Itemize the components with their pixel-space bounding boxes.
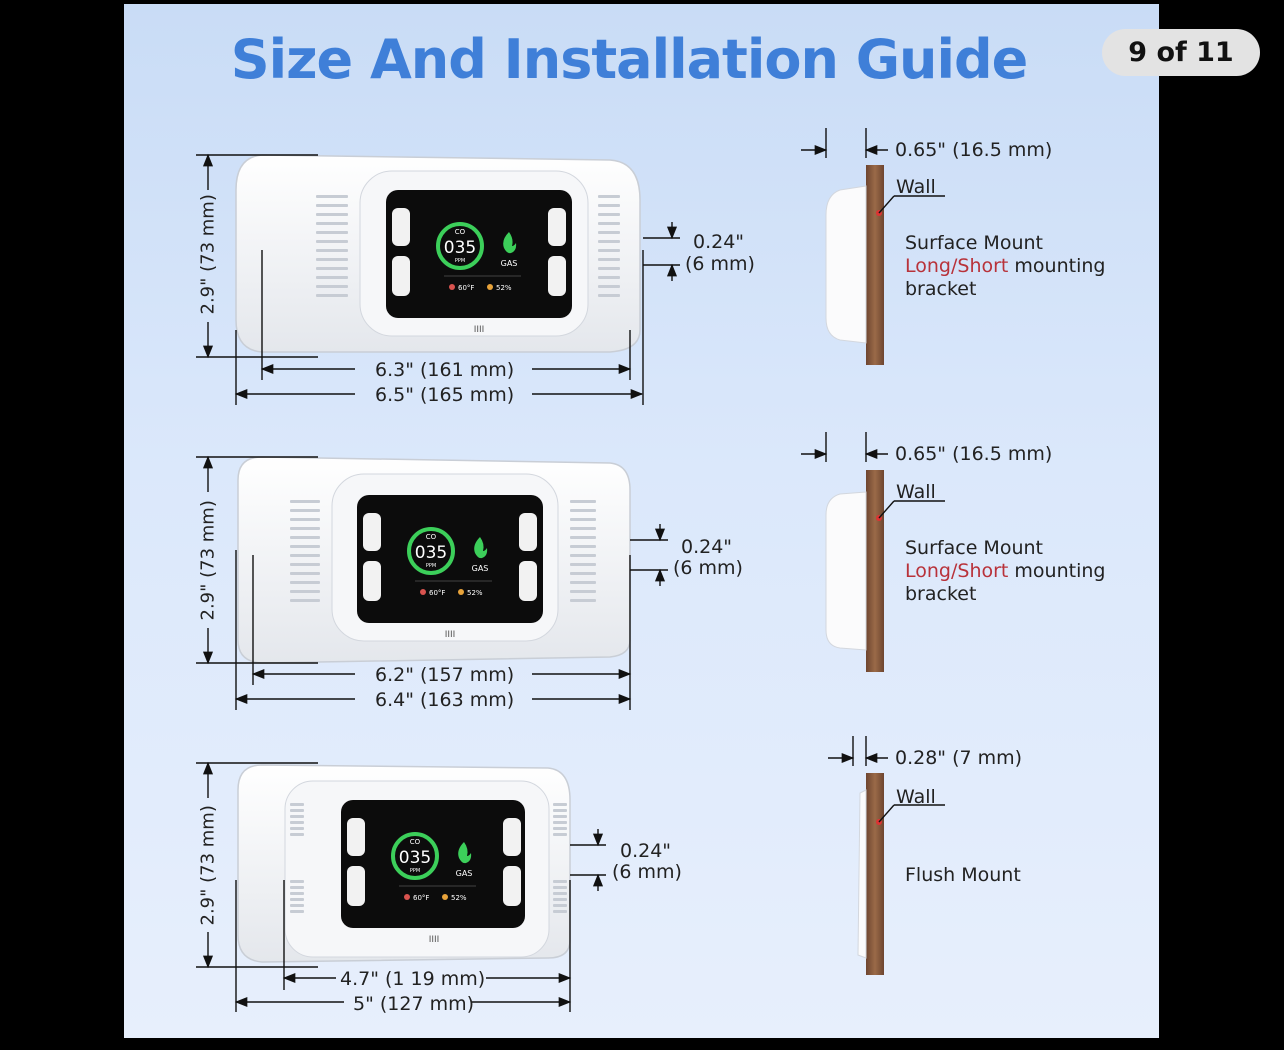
temperature-text: 60°F bbox=[458, 284, 474, 292]
humidity-icon bbox=[442, 894, 448, 900]
right-vent-2 bbox=[570, 500, 596, 602]
wall-label-2: Wall bbox=[896, 481, 936, 503]
gas-label-text: GAS bbox=[501, 259, 518, 268]
gas-label-text: GAS bbox=[472, 564, 489, 573]
unit-text: PPM bbox=[426, 563, 436, 569]
speaker-vent-text: IIII bbox=[474, 325, 485, 335]
menu-button-icon bbox=[347, 866, 365, 906]
depth-2: 0.65" (16.5 mm) bbox=[895, 443, 1053, 465]
speaker-vent-text: IIII bbox=[429, 935, 440, 945]
inner-width-1: 6.3" (161 mm) bbox=[375, 359, 515, 381]
thickness-3: 0.24" bbox=[620, 840, 672, 862]
left-vent-3b bbox=[290, 880, 304, 913]
right-vent-3a bbox=[553, 803, 567, 836]
gas-type-text: CO bbox=[455, 228, 466, 236]
page-title: Size And Installation Guide bbox=[230, 28, 1029, 91]
gauge-ring-icon bbox=[407, 527, 455, 575]
menu-button-icon bbox=[363, 561, 381, 601]
temperature-icon bbox=[449, 284, 455, 290]
temperature-text: 60°F bbox=[413, 894, 429, 902]
mount-desc-3: Flush Mount bbox=[905, 864, 1021, 886]
humidity-text: 52% bbox=[467, 589, 483, 597]
device-2-front bbox=[237, 456, 631, 664]
height-label-2: 2.9" (73 mm) bbox=[197, 500, 219, 621]
thickness-mm-2: (6 mm) bbox=[673, 557, 743, 579]
down-button-icon bbox=[503, 866, 521, 906]
up-button-icon bbox=[503, 818, 521, 856]
up-button-icon bbox=[519, 513, 537, 551]
side-view-2 bbox=[825, 470, 884, 672]
gauge-ring-icon bbox=[391, 832, 439, 880]
thickness-2: 0.24" bbox=[681, 536, 733, 558]
mount-desc-1: Surface Mount Long/Short mounting bracke… bbox=[905, 232, 1105, 301]
side-view-3 bbox=[857, 773, 884, 975]
power-button-icon bbox=[392, 208, 410, 246]
left-vent-1 bbox=[316, 195, 348, 297]
unit-text: PPM bbox=[455, 258, 465, 264]
humidity-icon bbox=[458, 589, 464, 595]
mount-bracket-type-2: Long/Short bbox=[905, 560, 1009, 582]
left-vent-2 bbox=[290, 500, 320, 602]
humidity-text: 52% bbox=[451, 894, 467, 902]
mount-line2-1: mounting bbox=[1008, 255, 1106, 277]
temperature-icon bbox=[420, 589, 426, 595]
reading-value-text: 035 bbox=[444, 238, 476, 258]
down-button-icon bbox=[519, 561, 537, 601]
wall-label-3: Wall bbox=[896, 786, 936, 808]
left-vent-3a bbox=[290, 803, 304, 836]
mount-type-2: Surface Mount bbox=[905, 537, 1043, 559]
mount-line2-2: mounting bbox=[1008, 560, 1106, 582]
dimension-line bbox=[878, 195, 895, 214]
inner-width-3: 4.7" (1 19 mm) bbox=[340, 968, 486, 990]
reading-value-text: 035 bbox=[415, 543, 447, 563]
thickness-mm-1: (6 mm) bbox=[685, 253, 755, 275]
mount-bracket-type-1: Long/Short bbox=[905, 255, 1009, 277]
dimension-line bbox=[878, 500, 895, 519]
dimension-line bbox=[878, 804, 895, 823]
mount-line3-2: bracket bbox=[905, 583, 977, 605]
depth-1: 0.65" (16.5 mm) bbox=[895, 139, 1053, 161]
outer-width-2: 6.4" (163 mm) bbox=[375, 689, 515, 711]
menu-button-icon bbox=[392, 256, 410, 296]
image-counter-badge: 9 of 11 bbox=[1102, 29, 1260, 76]
height-label-3: 2.9" (73 mm) bbox=[197, 805, 219, 926]
humidity-icon bbox=[487, 284, 493, 290]
mount-type-1: Surface Mount bbox=[905, 232, 1043, 254]
thickness-mm-3: (6 mm) bbox=[612, 861, 682, 883]
flame-icon bbox=[458, 842, 472, 864]
mount-desc-2: Surface Mount Long/Short mounting bracke… bbox=[905, 537, 1105, 606]
gauge-ring-icon bbox=[436, 222, 484, 270]
unit-text: PPM bbox=[410, 868, 420, 874]
gas-label-text: GAS bbox=[456, 869, 473, 878]
height-label-1: 2.9" (73 mm) bbox=[197, 194, 219, 315]
reading-value-text: 035 bbox=[399, 848, 431, 868]
up-button-icon bbox=[548, 208, 566, 246]
down-button-icon bbox=[548, 256, 566, 296]
outer-width-1: 6.5" (165 mm) bbox=[375, 384, 515, 406]
right-vent-1 bbox=[598, 195, 620, 297]
humidity-text: 52% bbox=[496, 284, 512, 292]
gas-type-text: CO bbox=[410, 838, 421, 846]
power-button-icon bbox=[363, 513, 381, 551]
temperature-icon bbox=[404, 894, 410, 900]
inner-width-2: 6.2" (157 mm) bbox=[375, 664, 515, 686]
gas-type-text: CO bbox=[426, 533, 437, 541]
outer-width-3: 5" (127 mm) bbox=[353, 993, 475, 1015]
thickness-1: 0.24" bbox=[693, 231, 745, 253]
device-3-front bbox=[237, 764, 571, 963]
side-view-1 bbox=[825, 165, 884, 365]
speaker-vent-text: IIII bbox=[445, 630, 456, 640]
power-button-icon bbox=[347, 818, 365, 856]
temperature-text: 60°F bbox=[429, 589, 445, 597]
mount-line3-1: bracket bbox=[905, 278, 977, 300]
right-vent-3b bbox=[553, 880, 567, 913]
flame-icon bbox=[474, 537, 488, 559]
wall-label-1: Wall bbox=[896, 176, 936, 198]
flame-icon bbox=[503, 232, 517, 254]
depth-3: 0.28" (7 mm) bbox=[895, 747, 1023, 769]
